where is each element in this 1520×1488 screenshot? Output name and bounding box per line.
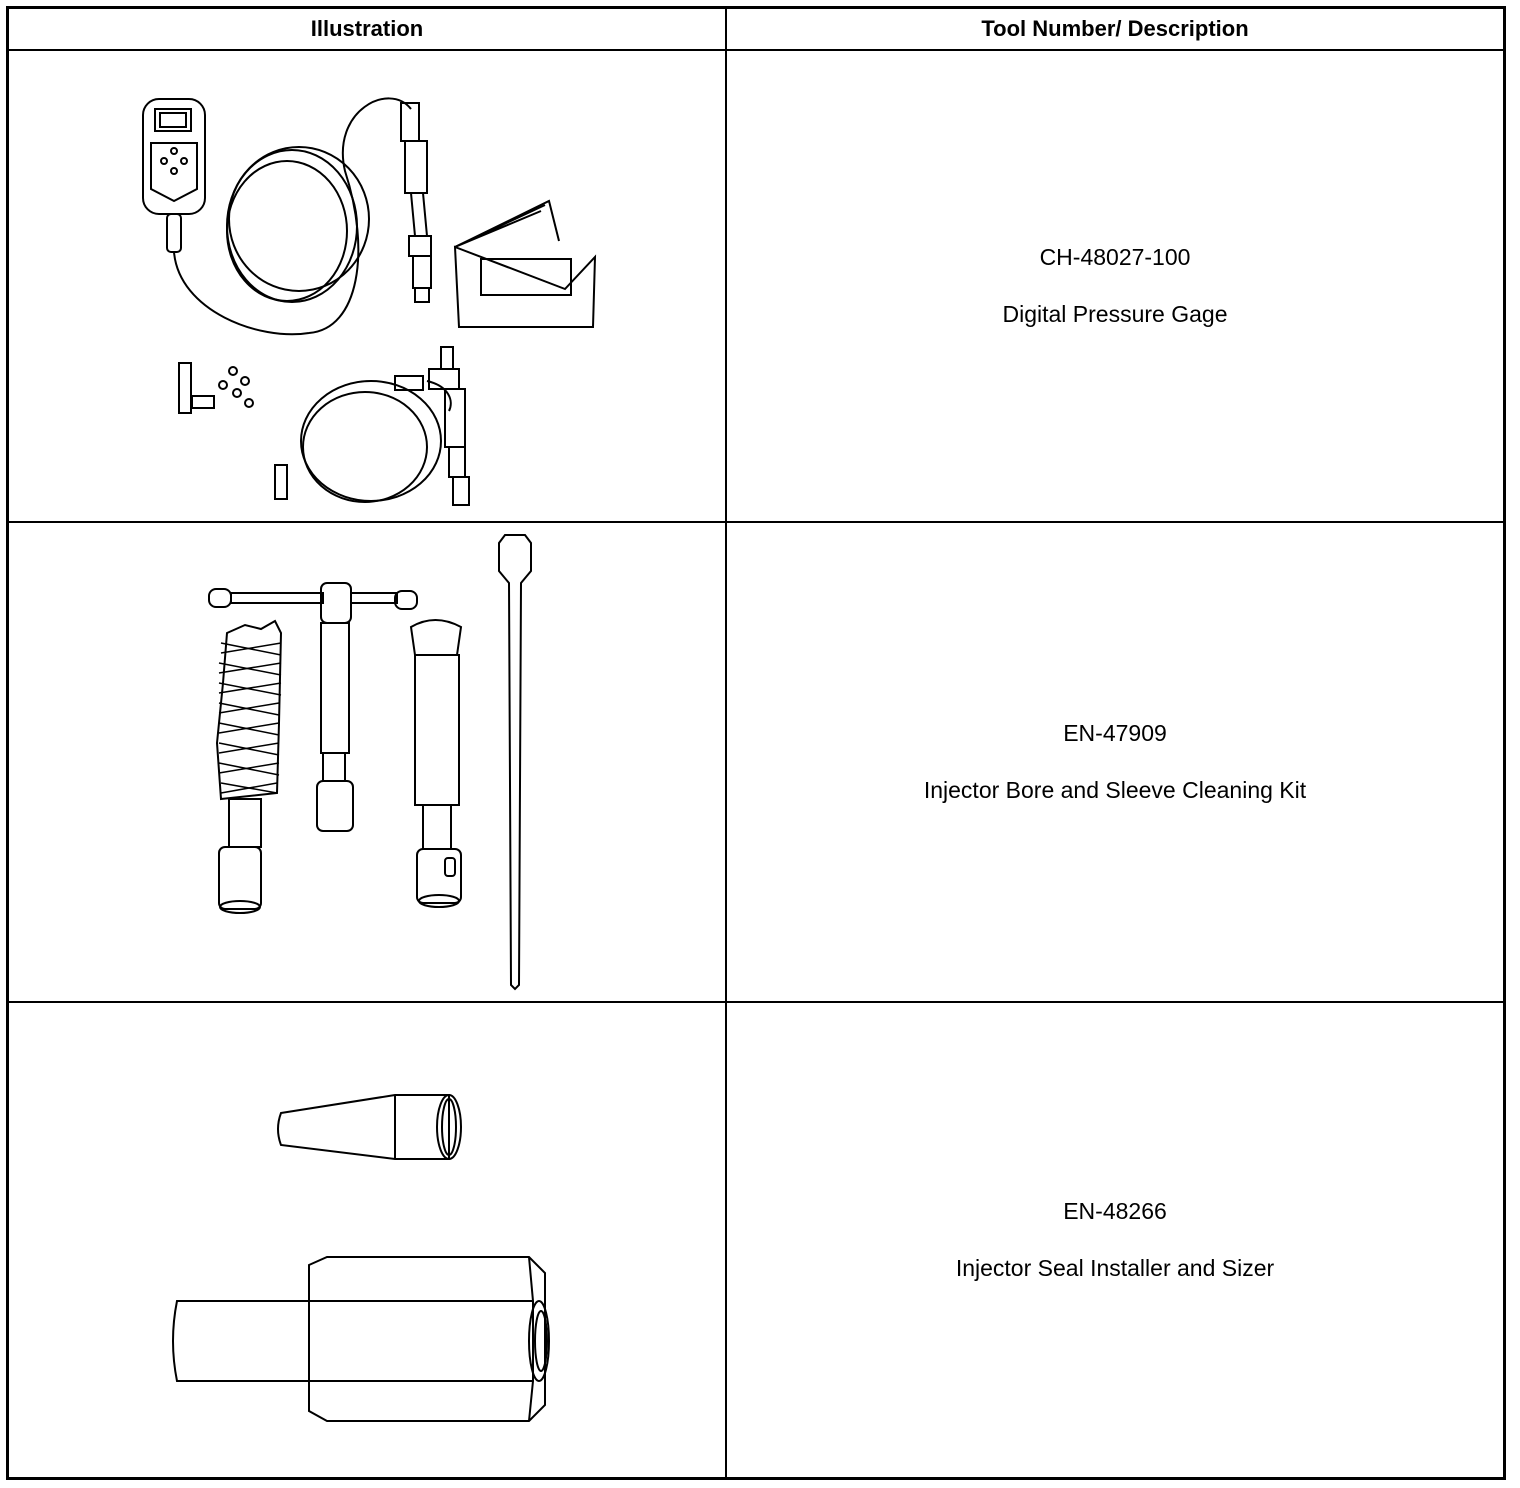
tool-description: Digital Pressure Gage	[1002, 301, 1228, 327]
table-row: EN-47909 Injector Bore and Sleeve Cleani…	[9, 523, 1503, 1003]
column-divider	[725, 9, 727, 1477]
digital-pressure-gage-illustration	[9, 51, 725, 521]
tool-description-cell: EN-48266 Injector Seal Installer and Siz…	[727, 1003, 1503, 1477]
cleaning-kit-illustration	[9, 523, 725, 1001]
tool-number: EN-48266	[1063, 1198, 1167, 1224]
tool-number: CH-48027-100	[1039, 244, 1191, 270]
header-tool-description: Tool Number/ Description	[981, 16, 1249, 41]
tool-number: EN-47909	[1063, 720, 1167, 746]
tool-description: Injector Seal Installer and Sizer	[955, 1255, 1275, 1281]
tool-description: Injector Bore and Sleeve Cleaning Kit	[923, 777, 1307, 803]
seal-installer-illustration	[9, 1003, 725, 1477]
special-tools-table: Illustration Tool Number/ Description	[6, 6, 1506, 1480]
table-row: EN-48266 Injector Seal Installer and Siz…	[9, 1003, 1503, 1477]
header-illustration: Illustration	[310, 16, 424, 41]
table-header-row: Illustration Tool Number/ Description	[9, 9, 1503, 51]
tool-description-cell: CH-48027-100 Digital Pressure Gage	[727, 51, 1503, 521]
tool-description-cell: EN-47909 Injector Bore and Sleeve Cleani…	[727, 523, 1503, 1001]
table-row: CH-48027-100 Digital Pressure Gage	[9, 51, 1503, 523]
